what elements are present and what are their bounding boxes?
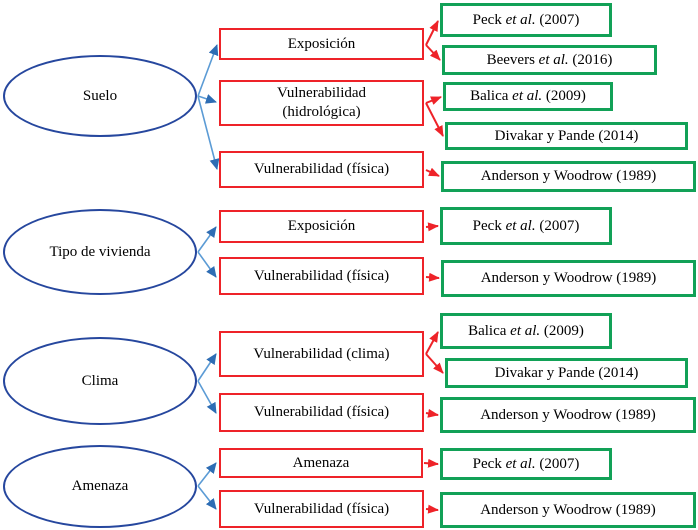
- reference-text: (2007): [535, 455, 580, 472]
- factor-label: Vulnerabilidad (clima): [253, 345, 390, 362]
- factor-exposicion-suelo: Exposición: [219, 28, 424, 60]
- reference-text: Anderson y Woodrow (1989): [480, 501, 656, 518]
- reference-text-italic: et al.: [538, 51, 569, 68]
- ref-balica-2009-suelo: Balica et al. (2009): [443, 82, 613, 111]
- ref-peck-2007-amenaza: Peck et al. (2007): [440, 448, 612, 480]
- ref-anderson-woodrow-1989-amenaza: Anderson y Woodrow (1989): [440, 492, 696, 528]
- reference-text: Anderson y Woodrow (1989): [480, 406, 656, 423]
- source-clima: Clima: [3, 337, 197, 425]
- ref-beevers-2016-suelo: Beevers et al. (2016): [442, 45, 657, 75]
- reference-label: Anderson y Woodrow (1989): [476, 501, 660, 520]
- reference-text: Balica: [470, 88, 513, 105]
- arrow-factor-to-reference: [425, 504, 439, 514]
- reference-text: (2007): [535, 217, 580, 234]
- ref-divakar-pande-2014-clima: Divakar y Pande (2014): [445, 358, 688, 388]
- arrow-factor-to-reference: [423, 458, 439, 468]
- arrow-source-to-factor: [197, 44, 219, 97]
- arrow-factor-to-reference: [425, 222, 439, 232]
- arrow-factor-to-reference: [425, 353, 444, 374]
- reference-label: Peck et al. (2007): [469, 455, 584, 474]
- arrow-source-to-factor: [197, 353, 217, 382]
- reference-text: Anderson y Woodrow (1989): [480, 168, 657, 185]
- reference-label: Anderson y Woodrow (1989): [477, 167, 661, 186]
- arrow-factor-to-reference: [425, 167, 440, 177]
- arrow-factor-to-reference: [425, 96, 442, 105]
- reference-text: Divakar y Pande (2014): [494, 364, 639, 381]
- reference-label: Balica et al. (2009): [464, 322, 588, 341]
- arrow-factor-to-reference: [425, 102, 444, 137]
- source-label: Amenaza: [71, 478, 129, 495]
- reference-text: Balica: [468, 322, 511, 339]
- reference-text: Peck: [472, 11, 506, 28]
- ref-balica-2009-clima: Balica et al. (2009): [440, 313, 612, 349]
- arrow-source-to-factor: [197, 94, 217, 104]
- reference-text: Divakar y Pande (2014): [494, 127, 639, 144]
- reference-text: Anderson y Woodrow (1989): [480, 270, 657, 287]
- arrow-source-to-factor: [197, 226, 217, 253]
- factor-label: Exposición: [287, 35, 356, 52]
- arrow-factor-to-reference: [425, 408, 439, 418]
- ref-divakar-pande-2014-suelo: Divakar y Pande (2014): [445, 122, 688, 150]
- factor-label: Amenaza: [292, 454, 350, 471]
- reference-label: Beevers et al. (2016): [483, 51, 617, 70]
- reference-label: Anderson y Woodrow (1989): [477, 269, 661, 288]
- ref-peck-2007-suelo: Peck et al. (2007): [440, 3, 612, 37]
- reference-label: Balica et al. (2009): [466, 87, 590, 106]
- factor-amenaza: Amenaza: [219, 448, 423, 478]
- arrow-source-to-factor: [197, 462, 217, 487]
- arrow-factor-to-reference: [425, 331, 439, 355]
- arrow-factor-to-reference: [425, 20, 439, 46]
- reference-text: (2009): [542, 88, 586, 105]
- reference-text-italic: et al.: [510, 322, 541, 339]
- ref-anderson-woodrow-1989-clima: Anderson y Woodrow (1989): [440, 397, 696, 433]
- factor-vulnerabilidad-clima: Vulnerabilidad (clima): [219, 331, 424, 377]
- source-tipo-de-vivienda: Tipo de vivienda: [3, 209, 197, 295]
- ref-peck-2007-vivienda: Peck et al. (2007): [440, 207, 612, 245]
- reference-text: Peck: [472, 455, 506, 472]
- factor-vulnerabilidad-hidrologica-suelo: Vulnerabilidad (hidrológica): [219, 80, 424, 126]
- arrow-factor-to-reference: [425, 44, 441, 61]
- factor-vulnerabilidad-fisica-clima: Vulnerabilidad (física): [219, 393, 424, 432]
- source-label: Suelo: [82, 87, 118, 104]
- source-label: Clima: [81, 372, 119, 389]
- reference-label: Peck et al. (2007): [469, 217, 584, 236]
- arrow-source-to-factor: [197, 485, 217, 510]
- factor-vulnerabilidad-fisica-vivienda: Vulnerabilidad (física): [219, 257, 424, 295]
- factor-label: Vulnerabilidad (física): [253, 404, 390, 421]
- arrow-source-to-factor: [197, 251, 217, 278]
- reference-label: Peck et al. (2007): [469, 11, 584, 30]
- source-amenaza: Amenaza: [3, 445, 197, 528]
- factor-label: Vulnerabilidad (física): [253, 161, 390, 178]
- factor-label: Vulnerabilidad (física): [253, 500, 390, 517]
- arrow-source-to-factor: [197, 380, 217, 414]
- reference-text: (2016): [568, 51, 613, 68]
- factor-exposicion-vivienda: Exposición: [219, 210, 424, 243]
- ref-anderson-woodrow-1989-suelo: Anderson y Woodrow (1989): [441, 161, 696, 192]
- reference-text-italic: et al.: [505, 455, 536, 472]
- factor-vulnerabilidad-fisica-suelo: Vulnerabilidad (física): [219, 151, 424, 188]
- reference-text-italic: et al.: [505, 11, 536, 28]
- source-label: Tipo de vivienda: [49, 243, 151, 260]
- reference-text: (2009): [540, 322, 584, 339]
- reference-label: Divakar y Pande (2014): [491, 364, 643, 383]
- reference-label: Anderson y Woodrow (1989): [476, 406, 660, 425]
- factor-label: Vulnerabilidad (hidrológica): [276, 85, 367, 120]
- factor-label: Exposición: [287, 218, 356, 235]
- ref-anderson-woodrow-1989-vivienda: Anderson y Woodrow (1989): [441, 260, 696, 297]
- arrow-source-to-factor: [197, 95, 220, 170]
- source-suelo: Suelo: [3, 55, 197, 137]
- reference-text: (2007): [535, 11, 580, 28]
- factor-label: Vulnerabilidad (física): [253, 267, 390, 284]
- factor-vulnerabilidad-fisica-amenaza: Vulnerabilidad (física): [219, 490, 424, 528]
- arrow-factor-to-reference: [425, 272, 440, 282]
- reference-text: Peck: [472, 217, 506, 234]
- reference-label: Divakar y Pande (2014): [491, 127, 643, 146]
- reference-text-italic: et al.: [512, 88, 543, 105]
- reference-text: Beevers: [486, 51, 539, 68]
- reference-text-italic: et al.: [505, 217, 536, 234]
